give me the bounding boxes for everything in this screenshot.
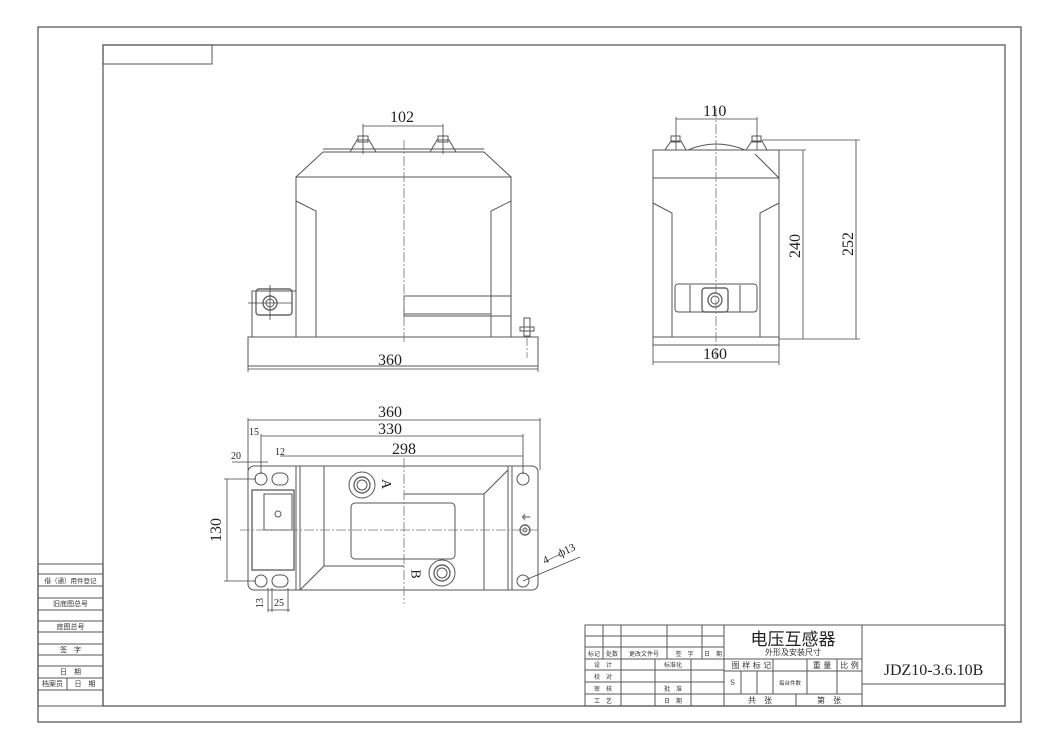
plan-dim-360: 360: [378, 404, 402, 421]
side-dim-240: 240: [787, 234, 804, 258]
drawing-number: JDZ10-3.6.10B: [883, 662, 984, 679]
plan-dim-12: 12: [275, 447, 285, 458]
side-view: [652, 108, 860, 365]
register-old-base-no: 旧底图总号: [53, 600, 88, 608]
pattern-mark-label: 图 样 标 记: [731, 660, 772, 670]
title-block-grid: [584, 624, 1006, 707]
front-dim-102: 102: [390, 109, 414, 126]
terminal-label-a: A: [378, 478, 394, 490]
scale-label: 比 例: [840, 660, 859, 670]
stage-s: S: [730, 678, 735, 687]
register-archivist: 档案员: [42, 680, 63, 688]
rev-header-doc-no: 更改文件号: [628, 650, 659, 658]
front-dim-360: 360: [378, 352, 402, 369]
side-dim-252: 252: [840, 232, 857, 256]
ground-icon: ⏚: [519, 512, 530, 522]
rev-header-mark: 标记: [587, 650, 600, 658]
per-unit-qty-label: 每台件数: [778, 680, 801, 687]
role-check: 校 对: [593, 673, 612, 681]
rev-header-count: 处数: [605, 650, 618, 658]
drawing-title: 电压互感器: [750, 629, 836, 650]
inner-frame: [102, 44, 1006, 707]
role-review: 审 核: [593, 685, 612, 693]
outer-frame: [37, 26, 1022, 723]
front-view: [247, 124, 539, 372]
weight-label: 重 量: [812, 660, 832, 670]
terminal-label-b: B: [407, 569, 423, 579]
drawing-subtitle: 外形及安装尺寸: [765, 648, 821, 657]
plan-dim-130: 130: [208, 518, 225, 542]
plan-dim-15: 15: [249, 427, 259, 438]
plan-view: [224, 418, 581, 612]
register-base-no: 底图总号: [56, 622, 85, 631]
side-dim-160: 160: [703, 346, 727, 363]
side-dim-110: 110: [703, 103, 727, 120]
sheet-no-label: 第 张: [817, 695, 841, 705]
corner-label-box: [102, 44, 213, 65]
role-design: 设 计: [593, 662, 612, 669]
plan-dim-13: 13: [255, 598, 266, 608]
plan-dim-20: 20: [231, 451, 241, 462]
rev-header-date: 日 期: [703, 650, 722, 658]
plan-dim-25: 25: [274, 598, 284, 609]
total-sheets-label: 共 张: [748, 695, 772, 705]
plan-dim-298: 298: [392, 441, 416, 458]
role-approve-date: 日 期: [663, 697, 682, 705]
rev-header-signature: 签 字: [675, 650, 694, 658]
register-archivist-date: 日 期: [74, 680, 96, 688]
register-borrow: 借（通）用件登记: [44, 577, 97, 585]
plan-dim-330: 330: [378, 421, 402, 438]
side-register-grid: [37, 563, 104, 707]
role-standardization: 标准化: [663, 662, 682, 669]
register-date: 日 期: [60, 668, 81, 676]
role-approve: 批 准: [663, 685, 682, 693]
register-signature: 签 字: [60, 645, 81, 654]
role-process: 工 艺: [593, 697, 612, 705]
